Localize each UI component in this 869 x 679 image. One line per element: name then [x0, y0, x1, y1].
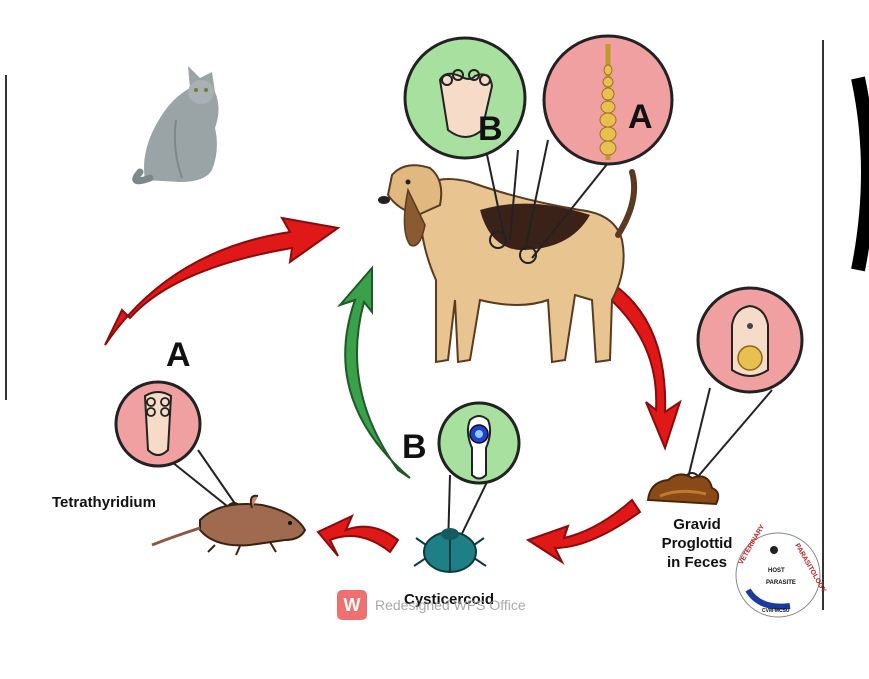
arrow-red-right [600, 280, 682, 451]
mouse-icon [151, 494, 307, 556]
gravid-proglottid-circle [684, 286, 804, 488]
tetrathyridium-circle [114, 380, 242, 518]
scolex-b-top-circle [403, 36, 527, 249]
label-b-top: B [478, 110, 503, 148]
label-a-top: A [628, 98, 653, 136]
parasitology-badge: VETERINARY PARASITOLOGY HOST PARASITE CV… [735, 523, 827, 618]
watermark-text: Redesigned WPS Office [375, 597, 526, 613]
arrow-red-bottom-right [525, 498, 642, 565]
gravid-line-1: Gravid [673, 516, 721, 533]
feces-icon [646, 473, 720, 506]
badge-text-host: HOST [768, 568, 785, 574]
gravid-line-2: Proglottid [661, 535, 733, 552]
wps-logo-icon: W [337, 590, 367, 620]
label-tetrathyridium: Tetrathyridium [52, 494, 156, 511]
badge-text-parasite: PARASITE [766, 580, 796, 586]
cysticercoid-circle [437, 401, 521, 549]
dog-icon [378, 164, 638, 364]
badge-text-bottom: CVM-MCSU [762, 608, 790, 614]
arrow-red-bottom-left [316, 513, 400, 557]
cat-icon [132, 66, 219, 185]
label-b-bottom: B [402, 428, 427, 466]
label-a-left: A [166, 336, 191, 374]
black-arc-decoration [851, 76, 869, 272]
arrow-green [336, 265, 411, 479]
label-cysticercoid: Cysticercoid [404, 591, 495, 608]
wps-watermark: W Redesigned WPS Office [337, 588, 526, 622]
strobila-a-circle [519, 34, 674, 264]
label-gravid-proglottid: Gravid Proglottid in Feces [652, 515, 742, 572]
arrow-red-upper-left [104, 216, 341, 346]
gravid-line-3: in Feces [666, 554, 728, 571]
beetle-icon [413, 528, 487, 573]
